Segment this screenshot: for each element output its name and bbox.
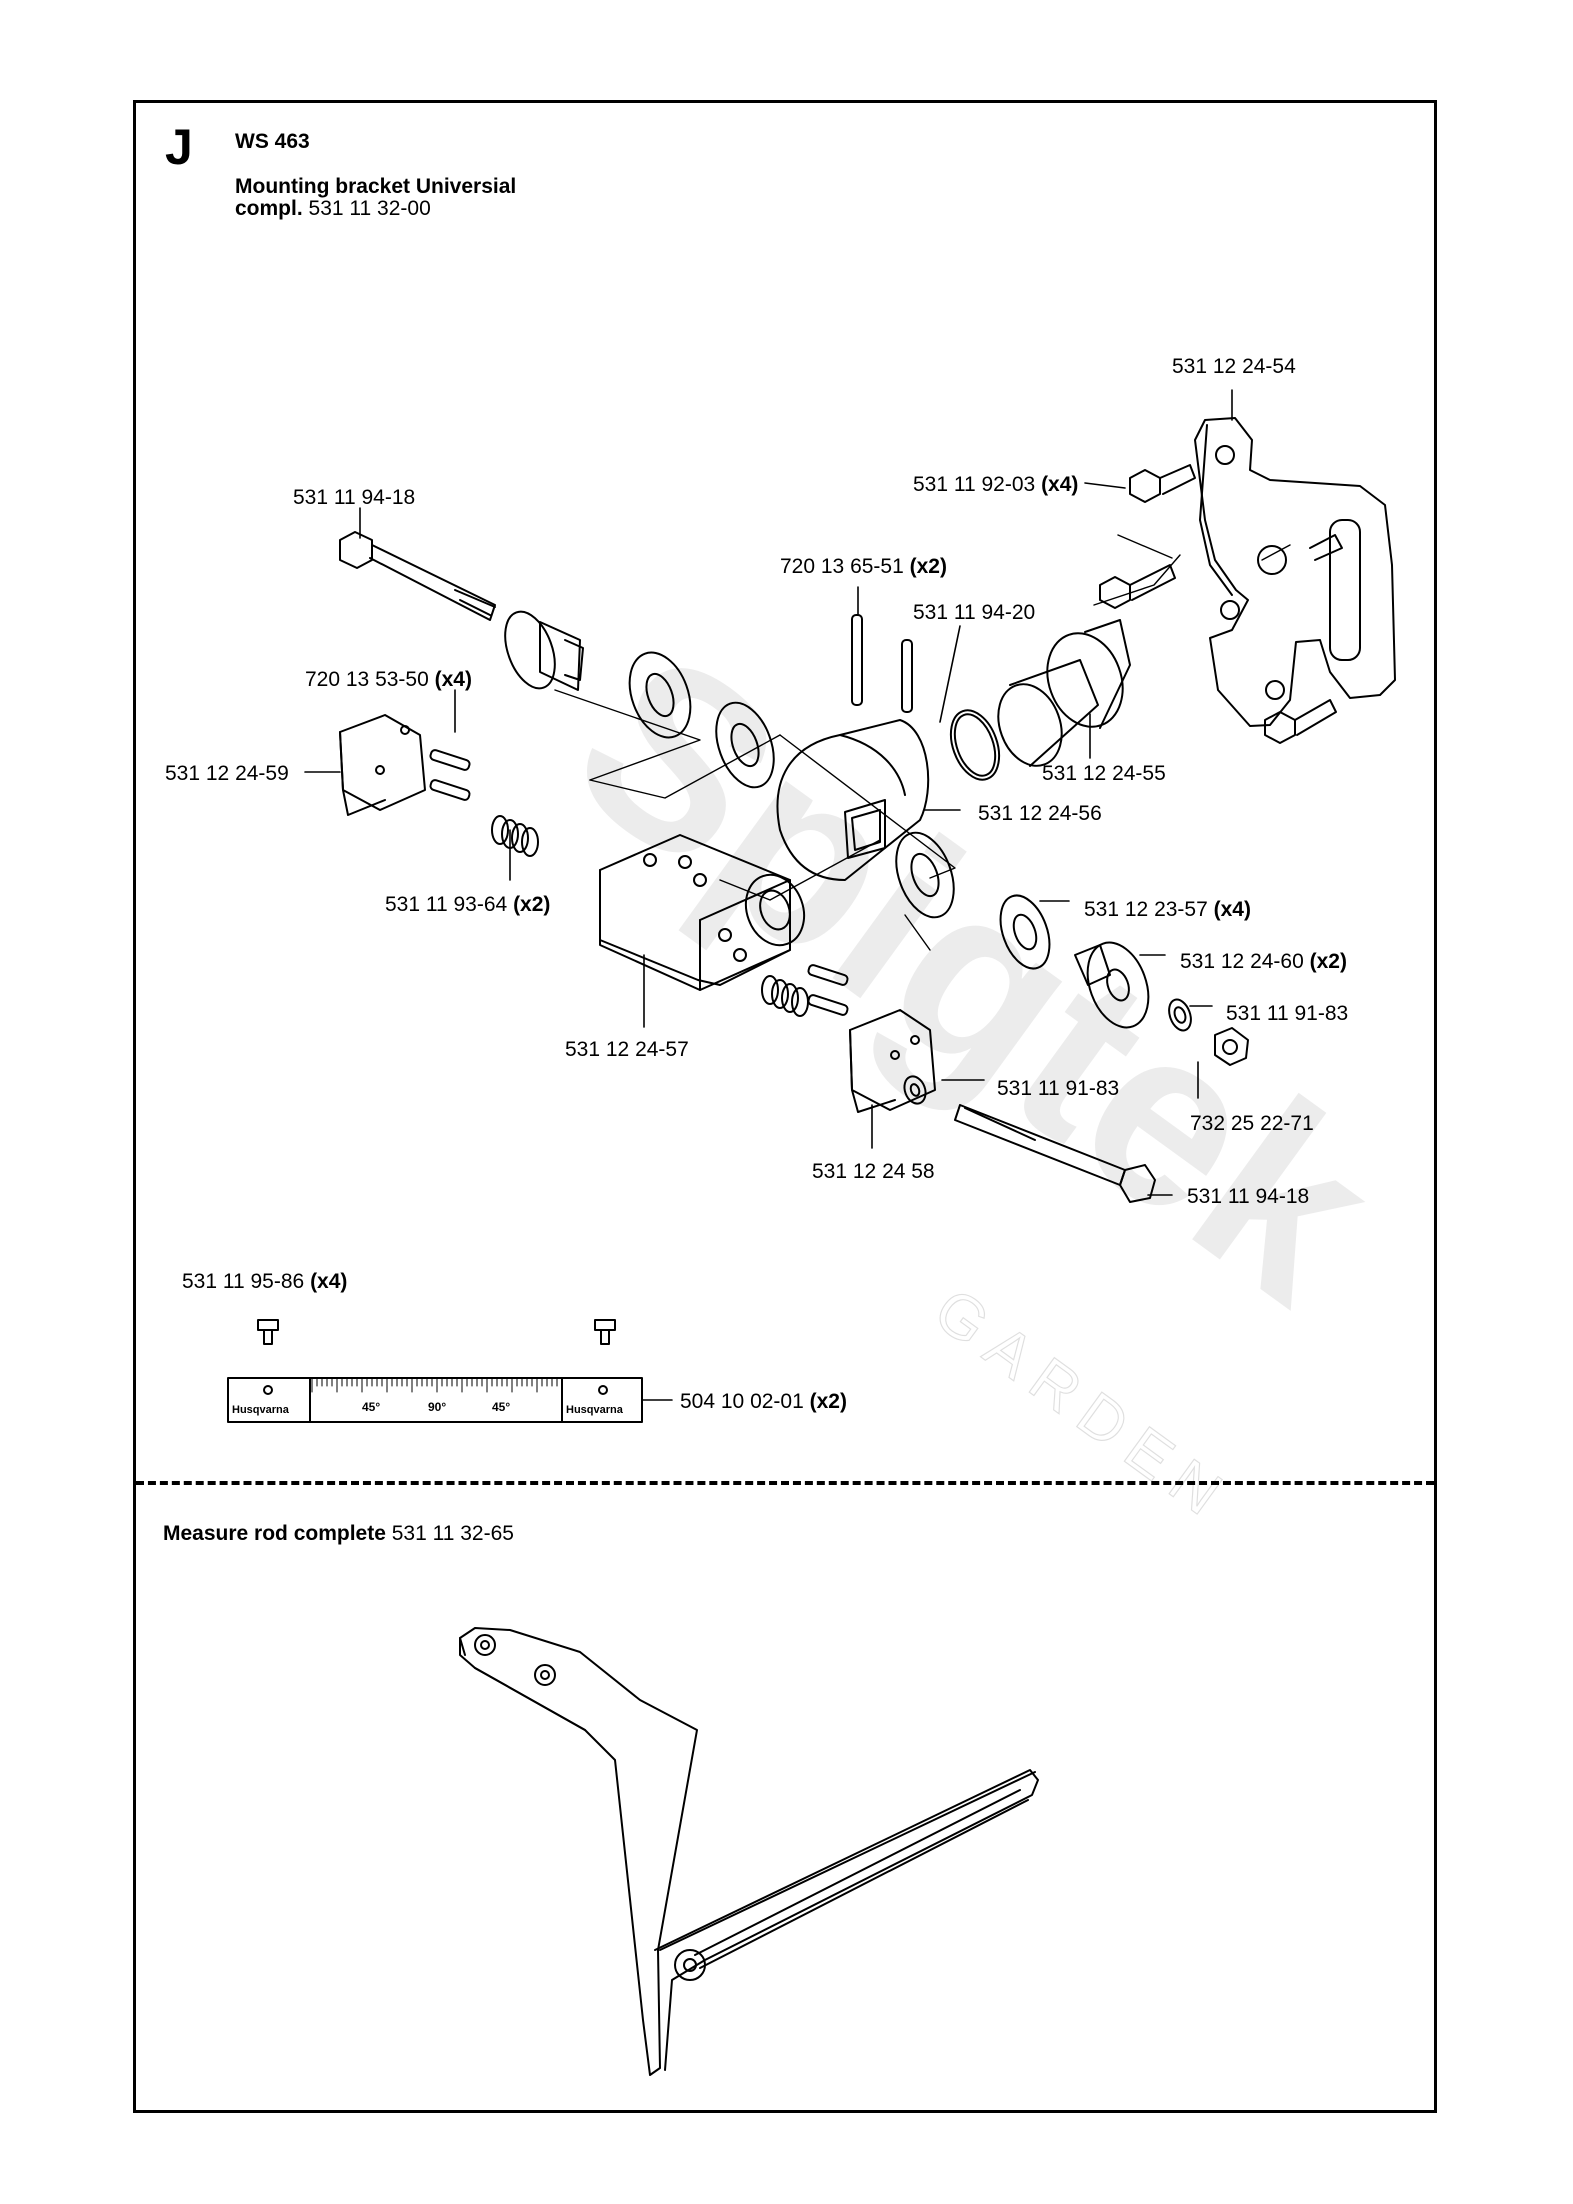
washers [628, 651, 1192, 1105]
long-bolt-bottom [954, 1104, 1156, 1203]
callout-scale-plate: 504 10 02-01 (x2) [680, 1390, 847, 1413]
main-block [599, 834, 806, 991]
callout-end-block-left: 531 12 24-59 [165, 762, 289, 785]
scale-mark-right: 45° [492, 1400, 511, 1414]
mounting-plate [1194, 417, 1396, 727]
end-block-left [339, 714, 426, 816]
callout-sleeve: 531 12 24-55 [1042, 762, 1166, 785]
scale-mark-center: 90° [428, 1400, 447, 1414]
callout-end-block-right: 531 12 24 58 [812, 1160, 935, 1183]
callout-pins-left: 720 13 53-50 (x4) [305, 668, 472, 691]
callout-o-ring: 531 11 94-20 [913, 601, 1036, 624]
spring-right [761, 975, 809, 1017]
callout-small-washer: 531 11 91-83 [1226, 1002, 1349, 1025]
plate-bolts [1099, 464, 1343, 744]
assembly-compl-label: compl. [235, 197, 303, 220]
scale-brand-right: Husqvarna [566, 1404, 623, 1416]
callout-swivel-housing: 531 12 24-56 [978, 802, 1102, 825]
callout-small-washer-2: 531 11 91-83 [997, 1077, 1120, 1100]
scale-screws [257, 1319, 616, 1345]
measure-rod-title: Measure rod complete [163, 1522, 386, 1545]
leader-lines [304, 389, 1233, 1401]
scale-plate [227, 1377, 643, 1423]
callout-scale-screws: 531 11 95-86 (x4) [182, 1270, 348, 1293]
sleeve [997, 619, 1131, 767]
section-letter: J [165, 119, 193, 175]
callout-mounting-plate: 531 12 24-54 [1172, 355, 1296, 378]
measure-rod-part: 531 11 32-65 [391, 1522, 514, 1545]
callout-plate-bolts: 531 11 92-03 (x4) [913, 473, 1079, 496]
callout-pins-top: 720 13 65-51 (x2) [780, 555, 947, 578]
callout-long-bolt-bottom: 531 11 94-18 [1187, 1185, 1310, 1208]
spring-left [491, 815, 539, 857]
scale-brand-left: Husqvarna [232, 1404, 289, 1416]
long-bolt-top [339, 531, 496, 621]
end-block-right [849, 1009, 936, 1113]
o-ring [949, 709, 1001, 781]
assembly-part-line: compl. 531 11 32-00 [235, 197, 431, 221]
assembly-title: Mounting bracket Universial [235, 175, 517, 198]
diagram-frame [133, 100, 1437, 2113]
measure-rod [459, 1627, 1039, 2076]
callout-flange-bushing: 531 12 24-60 (x2) [1180, 950, 1347, 973]
flange-bushing [1074, 941, 1150, 1029]
callout-springs: 531 11 93-64 (x2) [385, 893, 551, 916]
swivel-housing [776, 719, 930, 881]
pins-top [851, 614, 913, 713]
scale-mark-left: 45° [362, 1400, 381, 1414]
lock-nut [1214, 1027, 1249, 1066]
assembly-lines [554, 534, 1291, 951]
measure-rod-heading: Measure rod complete 531 11 32-65 [163, 1522, 514, 1546]
callout-long-bolt-top: 531 11 94-18 [293, 486, 416, 509]
pins-right [807, 964, 849, 1016]
scale-ticks [311, 1377, 563, 1393]
flange-nut [504, 610, 584, 691]
model-label: WS 463 [235, 130, 310, 153]
callout-lock-nut: 732 25 22-71 [1190, 1112, 1314, 1135]
callout-main-block: 531 12 24-57 [565, 1038, 689, 1061]
assembly-part-number: 531 11 32-00 [308, 197, 431, 220]
callout-washers: 531 12 23-57 (x4) [1084, 898, 1251, 921]
section-divider [136, 1481, 1434, 1485]
pins-left [429, 749, 471, 801]
